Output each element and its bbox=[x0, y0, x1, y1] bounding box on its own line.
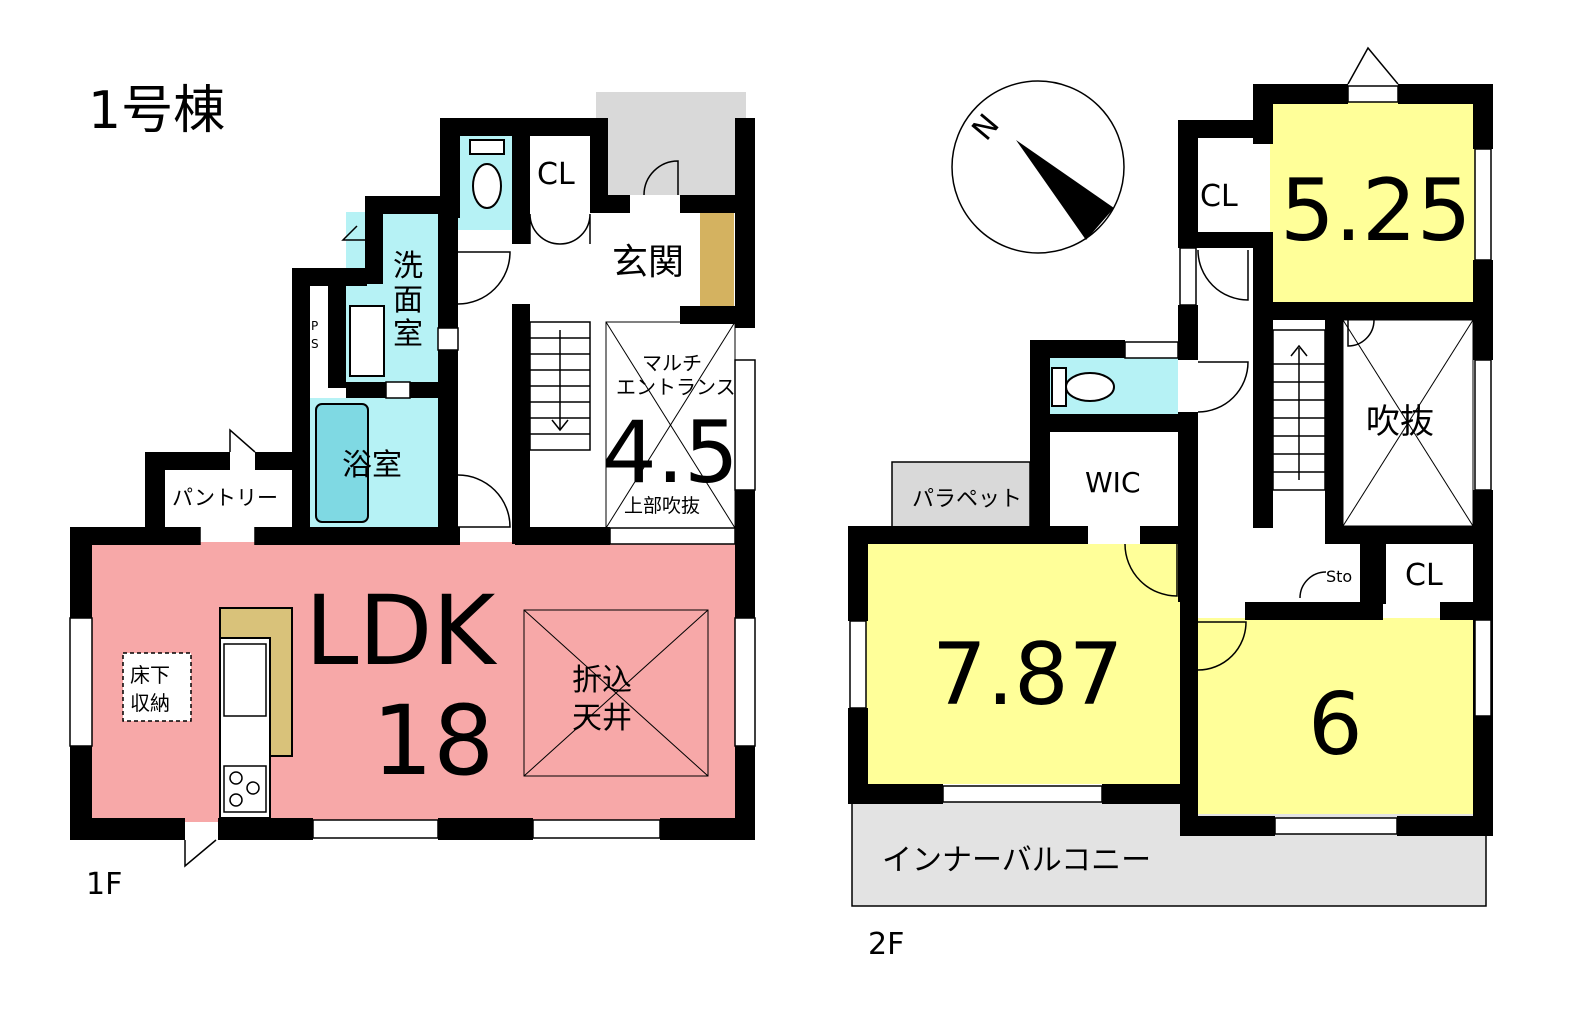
toilet-2f bbox=[1051, 367, 1115, 407]
room-6-fill bbox=[1198, 618, 1476, 814]
wic-label: WIC bbox=[1085, 466, 1141, 499]
room-787-fill bbox=[866, 544, 1181, 784]
pantry-label: パントリー bbox=[172, 486, 278, 510]
multi-entrance-label-1: マルチ bbox=[642, 351, 702, 375]
stairs-1f bbox=[529, 321, 591, 451]
void-2f bbox=[1342, 319, 1474, 527]
washroom-label-3: 室 bbox=[393, 317, 423, 352]
entrance-tile bbox=[596, 92, 746, 195]
walls-1f bbox=[70, 118, 755, 840]
multi-entrance-label-2: エントランス bbox=[616, 375, 736, 399]
stairs-2f bbox=[1272, 329, 1326, 491]
building-title: 1号棟 bbox=[88, 81, 225, 141]
shoe-cabinet bbox=[700, 213, 734, 313]
wash-basin bbox=[349, 305, 385, 377]
multi-entrance-size: 4.5 bbox=[602, 403, 739, 503]
toilet-1f bbox=[469, 139, 505, 209]
room-6-size: 6 bbox=[1308, 675, 1363, 775]
sto-label: Sto bbox=[1326, 567, 1352, 586]
folded-ceiling bbox=[523, 609, 709, 777]
ps-label-1: P bbox=[311, 319, 318, 333]
room-787-size: 7.87 bbox=[932, 625, 1123, 725]
ldk-name: LDK bbox=[305, 575, 497, 687]
void-label: 吹抜 bbox=[1366, 402, 1434, 442]
room-525-size: 5.25 bbox=[1280, 161, 1471, 261]
floor-2: 5.25 7.87 6 CL CL Sto WIC 吹抜 パラペット インナーバ… bbox=[848, 46, 1493, 962]
ldk-fill bbox=[90, 542, 737, 822]
kitchen bbox=[219, 607, 293, 819]
bathtub bbox=[315, 403, 369, 523]
floor2-label: 2F bbox=[868, 927, 904, 962]
windows-1f bbox=[69, 327, 756, 839]
ps-label-2: S bbox=[311, 337, 319, 351]
ldk-size: 18 bbox=[372, 685, 494, 797]
parapet bbox=[891, 461, 1031, 529]
cl-right-label: CL bbox=[1405, 558, 1443, 593]
room-525-fill bbox=[1270, 100, 1475, 305]
floor-1: LDK 18 折込 天井 床下 収納 パントリー 浴室 洗 面 室 P S CL… bbox=[69, 92, 756, 902]
floor1-label: 1F bbox=[86, 867, 122, 902]
ceiling-label-2: 天井 bbox=[572, 701, 632, 736]
entrance-label: 玄関 bbox=[612, 242, 684, 283]
doors-2f bbox=[1124, 46, 1399, 671]
bath-label: 浴室 bbox=[342, 448, 402, 483]
compass: N bbox=[951, 80, 1125, 254]
underfloor-label-1: 床下 bbox=[130, 663, 170, 687]
balcony-label: インナーバルコニー bbox=[882, 843, 1151, 878]
multi-entrance-void bbox=[605, 321, 736, 529]
underfloor-storage bbox=[122, 652, 192, 722]
washroom-label-2: 面 bbox=[393, 283, 423, 318]
washroom-label-1: 洗 bbox=[393, 249, 423, 284]
void-note: 上部吹抜 bbox=[624, 495, 700, 517]
cl-top-label: CL bbox=[1200, 179, 1238, 214]
windows-2f bbox=[849, 85, 1492, 835]
north-arrow-icon bbox=[1016, 140, 1114, 240]
underfloor-label-2: 収納 bbox=[130, 691, 170, 715]
parapet-label: パラペット bbox=[912, 487, 1022, 512]
ceiling-label-1: 折込 bbox=[572, 663, 632, 698]
doors-1f bbox=[184, 160, 679, 868]
cl-label-1f: CL bbox=[537, 157, 575, 192]
walls-2f bbox=[848, 84, 1493, 836]
